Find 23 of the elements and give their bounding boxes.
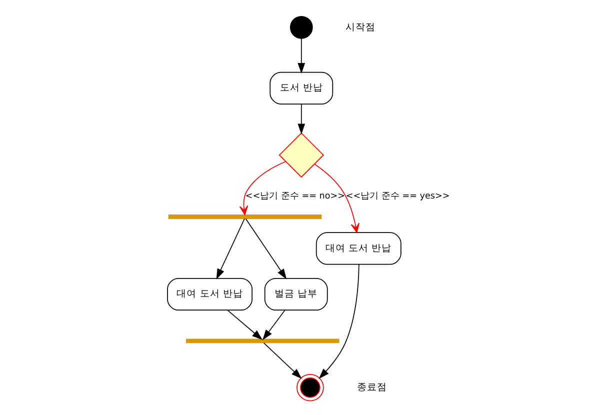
node-box: 벌금 납부	[264, 278, 328, 311]
node-bar	[186, 338, 340, 344]
edge-label: <<납기 준수 == yes>>	[346, 191, 450, 202]
arrow	[216, 218, 245, 280]
node-box: 대여 도서 반납	[316, 232, 402, 265]
node-label: 종료점	[356, 382, 387, 394]
edge-label: <<납기 준수 == no>>	[245, 191, 346, 202]
arrow	[239, 161, 286, 216]
arrow	[245, 218, 287, 280]
node-bar	[168, 214, 322, 219]
node-box: 도서 반납	[270, 72, 334, 104]
node-circle	[290, 16, 313, 39]
arrow	[262, 310, 286, 340]
arrow	[227, 310, 263, 340]
arrow	[263, 342, 302, 379]
arrow	[298, 38, 306, 74]
arrow	[314, 164, 360, 233]
node-diamond	[278, 132, 324, 178]
node-circle	[296, 374, 324, 402]
arrow	[298, 104, 306, 134]
node-label: 시작점	[345, 22, 376, 33]
node-box: 대여 도서 반납	[167, 278, 253, 311]
arrow	[318, 264, 360, 379]
